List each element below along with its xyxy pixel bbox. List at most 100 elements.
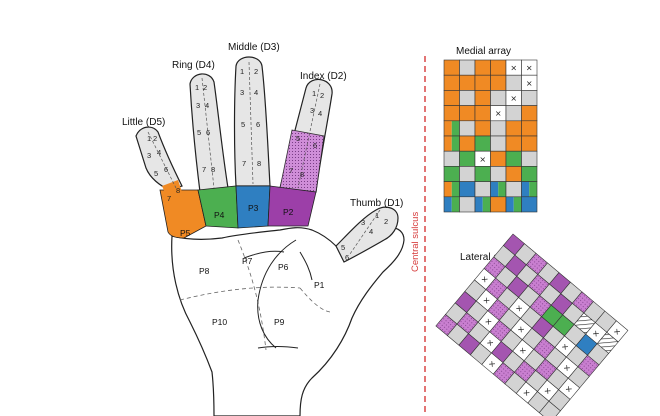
medial-cell	[459, 181, 476, 198]
lateral-x-mark: ×	[590, 328, 601, 339]
seg-d5-8: 8	[176, 186, 180, 195]
lateral-x-mark: ×	[542, 385, 553, 396]
medial-cell	[490, 120, 507, 137]
medial-cell: ×	[521, 74, 538, 91]
lateral-x-mark: ×	[483, 316, 494, 327]
lateral-x-mark: ×	[514, 303, 525, 314]
medial-cell	[443, 90, 460, 106]
palm-region-labels: P1 P2 P3 P4 P5 P6 P7 P8 P9 P10	[180, 203, 325, 327]
medial-cell: ×	[474, 150, 491, 167]
seg-d1-3: 3	[361, 218, 365, 227]
medial-cell	[490, 74, 507, 91]
medial-cell	[521, 90, 538, 106]
medial-cell	[521, 120, 538, 137]
seg-d2-3: 3	[310, 106, 314, 115]
seg-d2-1: 1	[312, 89, 316, 98]
medial-cell: ×	[505, 90, 522, 106]
medial-cell: ×	[490, 105, 507, 122]
seg-d5-6: 6	[164, 165, 168, 174]
medial-cell	[459, 74, 476, 91]
seg-d3-7: 7	[242, 159, 246, 168]
medial-cell	[490, 166, 507, 182]
medial-cell	[521, 166, 538, 182]
lateral-cell	[538, 400, 561, 416]
seg-d3-4: 4	[254, 88, 258, 97]
medial-cell: ×	[505, 59, 522, 76]
seg-d1-1: 1	[375, 211, 379, 220]
seg-d4-7: 7	[202, 165, 206, 174]
pad-p2	[267, 185, 317, 227]
medial-cell	[443, 105, 460, 122]
medial-cell	[459, 150, 476, 167]
medial-cell	[459, 105, 476, 122]
seg-d1-6: 6	[345, 253, 349, 262]
seg-d2-5: 5	[296, 134, 300, 143]
lateral-x-mark: ×	[479, 274, 490, 285]
medial-cell	[443, 150, 460, 167]
seg-d2-4: 4	[318, 109, 322, 118]
medial-cell	[443, 166, 460, 182]
seg-d5-5: 5	[154, 169, 158, 178]
medial-cell	[474, 181, 491, 198]
medial-cell	[505, 196, 522, 213]
seg-d4-2: 2	[203, 83, 207, 92]
medial-cell	[521, 135, 538, 152]
region-p1: P1	[314, 280, 325, 290]
region-p3: P3	[248, 203, 259, 213]
seg-d3-5: 5	[241, 120, 245, 129]
medial-cell	[490, 150, 507, 167]
lateral-x-mark: ×	[487, 358, 498, 369]
medial-cell	[521, 150, 538, 167]
seg-d4-4: 4	[205, 101, 209, 110]
medial-cell	[443, 74, 460, 91]
medial-cell	[490, 181, 507, 198]
lateral-x-mark: ×	[562, 362, 573, 373]
palm-lines	[243, 239, 313, 349]
finger-d4	[189, 73, 229, 193]
medial-cell	[459, 59, 476, 76]
medial-cell	[505, 166, 522, 182]
medial-cell	[459, 135, 476, 152]
label-d5: Little (D5)	[122, 117, 165, 128]
medial-array-grid: ××××××	[443, 59, 538, 213]
palm-dividers	[179, 239, 331, 351]
medial-cell	[505, 150, 522, 167]
medial-cell	[490, 135, 507, 152]
seg-d3-3: 3	[240, 88, 244, 97]
medial-cell	[459, 196, 476, 213]
medial-x-mark: ×	[526, 64, 533, 73]
medial-cell	[474, 59, 491, 76]
lateral-x-mark: ×	[612, 326, 623, 337]
medial-x-mark: ×	[510, 94, 517, 103]
label-d4: Ring (D4)	[172, 60, 215, 71]
lateral-x-mark: ×	[517, 345, 528, 356]
medial-cell	[505, 120, 522, 137]
seg-d4-8: 8	[211, 165, 215, 174]
medial-cell	[505, 181, 522, 198]
seg-d5-4: 4	[157, 148, 161, 157]
finger-d3	[233, 56, 271, 187]
medial-cell	[443, 135, 460, 152]
medial-cell	[474, 105, 491, 122]
seg-d4-3: 3	[196, 101, 200, 110]
finger-d2-proximal-dots	[279, 129, 325, 193]
lateral-array-title: Lateral array	[460, 252, 516, 263]
seg-d1-4: 4	[369, 227, 373, 236]
label-d1: Thumb (D1)	[350, 198, 403, 209]
seg-d3-6: 6	[256, 120, 260, 129]
lateral-x-mark: ×	[481, 295, 492, 306]
seg-d2-8: 8	[300, 170, 304, 179]
medial-cell	[521, 105, 538, 122]
seg-d4-6: 6	[206, 128, 210, 137]
medial-cell	[474, 120, 491, 137]
medial-cell	[521, 196, 538, 213]
medial-cell	[474, 166, 491, 182]
seg-d4-5: 5	[197, 128, 201, 137]
finger-d1	[335, 206, 399, 263]
lateral-x-mark: ×	[563, 384, 574, 395]
medial-cell	[505, 74, 522, 91]
medial-x-mark: ×	[510, 64, 517, 73]
seg-d5-7: 7	[167, 194, 171, 203]
seg-d5-2: 2	[153, 134, 157, 143]
lateral-array-grid: ×××××××××××××××	[435, 233, 629, 416]
